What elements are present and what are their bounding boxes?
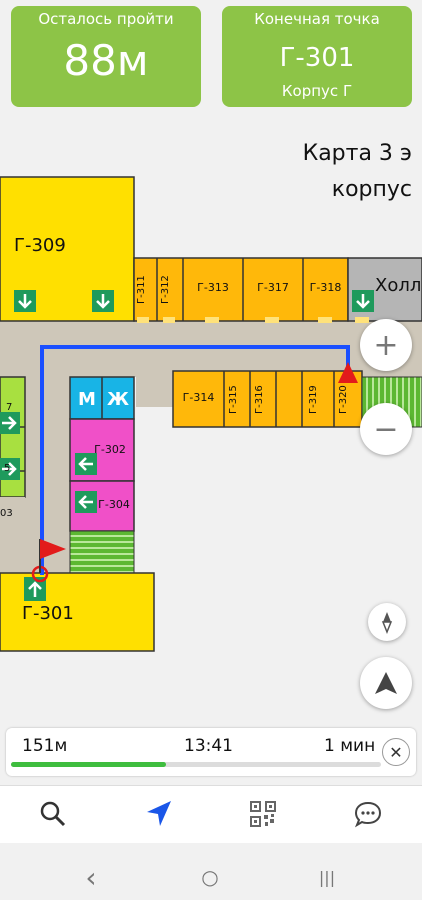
label-g319: Г-319 (308, 385, 319, 415)
room-block-middle (172, 370, 363, 428)
back-button[interactable]: ‹ (76, 860, 106, 894)
corridors (0, 321, 422, 583)
route-status-bar: 151м 13:41 1 мин ✕ (6, 728, 416, 776)
label-g315: Г-315 (228, 385, 239, 415)
home-button[interactable]: ○ (195, 862, 225, 892)
label-g320: Г-320 (338, 385, 349, 415)
label-g318: Г-318 (309, 281, 342, 294)
exit-signs (0, 290, 374, 601)
label-left-b: 5 (4, 463, 11, 474)
back-icon: ‹ (85, 860, 97, 894)
route-path (40, 345, 350, 575)
nav-navigate-button[interactable] (138, 796, 178, 832)
destination-label: Конечная точка (254, 10, 380, 28)
current-location-marker (338, 362, 358, 383)
compass-button[interactable] (368, 603, 406, 641)
label-g312: Г-312 (160, 275, 171, 305)
route-progress-fill (11, 762, 167, 767)
remaining-distance-card: Осталось пройти 88м (11, 6, 201, 107)
label-left-c: 03 (0, 508, 13, 519)
recents-icon: ||| (318, 867, 336, 887)
navigation-arrow-icon (375, 672, 397, 694)
label-g309: Г-309 (14, 235, 66, 256)
home-icon: ○ (201, 865, 219, 889)
nav-qr-button[interactable] (243, 796, 283, 832)
navigate-icon (147, 801, 171, 826)
close-icon: ✕ (389, 742, 403, 762)
label-left-a: 7 (6, 402, 13, 413)
label-g313: Г-313 (197, 281, 229, 294)
search-icon (40, 801, 66, 827)
label-g316: Г-316 (254, 385, 265, 415)
nav-chat-button[interactable] (348, 796, 388, 832)
label-wc-women: Ж (106, 389, 130, 410)
route-distance: 151м (22, 736, 68, 756)
nav-search-button[interactable] (33, 796, 73, 832)
stairs-left (69, 530, 135, 574)
compass-icon (381, 612, 393, 634)
label-g302: Г-302 (94, 443, 126, 456)
qr-code-icon (250, 801, 276, 827)
floor-plan (0, 176, 422, 652)
route-progress-bar (11, 762, 381, 767)
remaining-value: 88м (63, 36, 149, 85)
label-g314: Г-314 (182, 391, 215, 404)
label-wc-men: М (78, 389, 96, 410)
room-block-top (133, 257, 349, 322)
label-g304: Г-304 (98, 498, 130, 511)
destination-building: Корпус Г (281, 82, 353, 100)
remaining-label: Осталось пройти (38, 10, 174, 28)
plus-icon: + (373, 327, 399, 363)
label-g311: Г-311 (136, 275, 147, 305)
system-nav-bar: ‹ ○ ||| (0, 852, 422, 900)
label-hall: Холл (375, 275, 422, 296)
close-route-button[interactable]: ✕ (382, 738, 410, 766)
map-title-line1: Карта 3 э (302, 141, 412, 166)
zoom-out-button[interactable]: − (360, 403, 412, 455)
floor-map[interactable]: Карта 3 э корпус (0, 115, 422, 725)
destination-card: Конечная точка Г-301 Корпус Г (222, 6, 412, 107)
destination-room: Г-301 (279, 43, 355, 73)
route-eta: 13:41 (184, 736, 233, 756)
bottom-nav (0, 785, 422, 843)
route-duration: 1 мин (324, 736, 376, 756)
recents-button[interactable]: ||| (312, 862, 342, 892)
map-title-line2: корпус (331, 177, 412, 202)
zoom-in-button[interactable]: + (360, 319, 412, 371)
minus-icon: − (373, 411, 399, 447)
chat-icon (354, 801, 382, 828)
recenter-button[interactable] (360, 657, 412, 709)
destination-flag (40, 539, 66, 559)
label-g317: Г-317 (257, 281, 289, 294)
label-g301: Г-301 (22, 603, 74, 624)
